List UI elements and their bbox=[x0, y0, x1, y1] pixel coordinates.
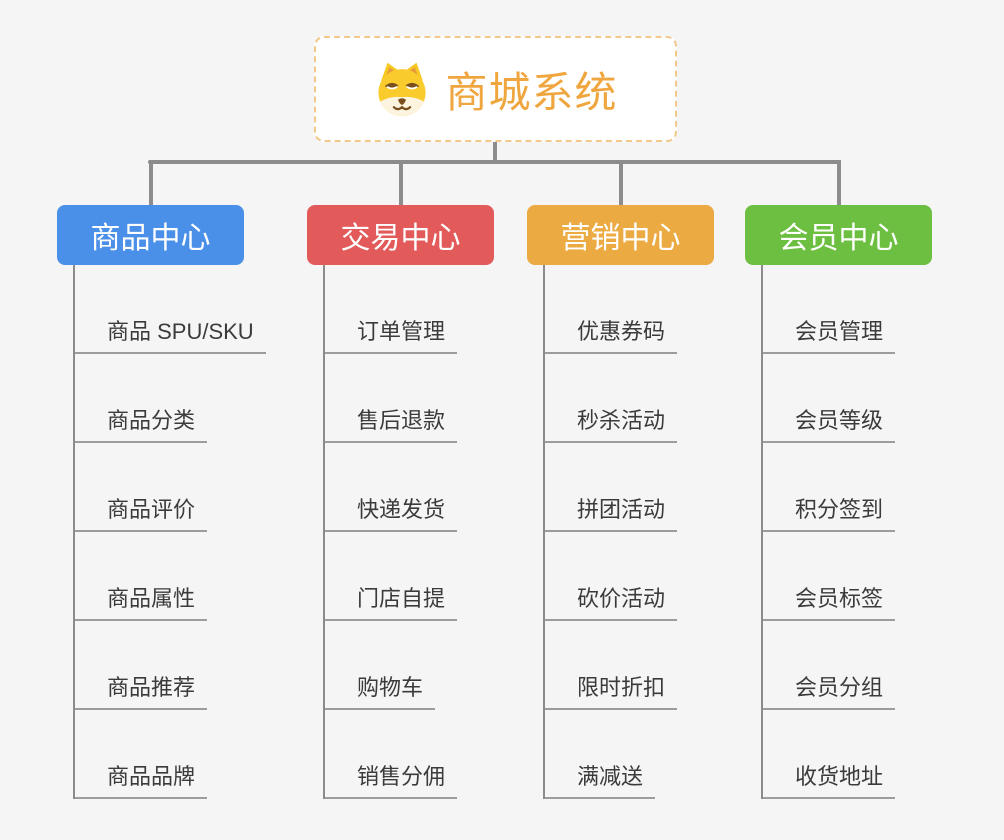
branch-node-label: 交易中心 bbox=[340, 222, 461, 255]
branch-children: 会员管理 会员等级 积分签到 会员标签 会员分组 bbox=[761, 265, 896, 799]
child-node[interactable]: 收货地址 bbox=[763, 759, 896, 799]
child-row: 满减送 bbox=[545, 710, 677, 799]
child-row: 商品属性 bbox=[75, 532, 266, 621]
child-row: 砍价活动 bbox=[545, 532, 678, 621]
child-row: 拼团活动 bbox=[545, 443, 678, 532]
child-node[interactable]: 门店自提 bbox=[325, 581, 458, 621]
connector-bus bbox=[148, 160, 841, 164]
child-node-label: 拼团活动 bbox=[577, 497, 666, 522]
branch-node-1[interactable]: 交易中心 bbox=[307, 205, 494, 265]
child-row: 会员管理 bbox=[763, 265, 896, 354]
child-node[interactable]: 商品分类 bbox=[75, 403, 208, 443]
child-node[interactable]: 优惠券码 bbox=[545, 314, 678, 354]
child-node[interactable]: 商品评价 bbox=[75, 492, 208, 532]
child-node[interactable]: 购物车 bbox=[325, 670, 436, 710]
doge-icon bbox=[373, 60, 431, 118]
child-node-label: 订单管理 bbox=[357, 319, 446, 344]
child-node-label: 销售分佣 bbox=[357, 764, 446, 789]
connector-branch-drop bbox=[398, 160, 403, 205]
child-node[interactable]: 满减送 bbox=[545, 759, 656, 799]
branch-children: 商品 SPU/SKU 商品分类 商品评价 商品属性 商品推荐 bbox=[73, 265, 266, 799]
child-node-label: 满减送 bbox=[577, 764, 644, 789]
child-node[interactable]: 商品品牌 bbox=[75, 759, 208, 799]
connector-branch-drop bbox=[836, 160, 841, 205]
child-node-label: 商品推荐 bbox=[107, 675, 196, 700]
child-row: 购物车 bbox=[325, 621, 457, 710]
connector-branch-drop bbox=[148, 160, 153, 205]
child-node-label: 会员分组 bbox=[795, 675, 884, 700]
child-row: 会员分组 bbox=[763, 621, 896, 710]
child-node-label: 会员管理 bbox=[795, 319, 884, 344]
child-node[interactable]: 积分签到 bbox=[763, 492, 896, 532]
child-row: 优惠券码 bbox=[545, 265, 678, 354]
child-node-label: 商品分类 bbox=[107, 408, 196, 433]
child-row: 商品品牌 bbox=[75, 710, 266, 799]
child-node[interactable]: 会员等级 bbox=[763, 403, 896, 443]
child-node-label: 商品评价 bbox=[107, 497, 196, 522]
child-row: 商品分类 bbox=[75, 354, 266, 443]
child-row: 商品推荐 bbox=[75, 621, 266, 710]
child-node-label: 商品品牌 bbox=[107, 764, 196, 789]
child-node[interactable]: 商品 SPU/SKU bbox=[75, 314, 266, 354]
child-row: 售后退款 bbox=[325, 354, 458, 443]
branch-group-2: 营销中心 优惠券码 秒杀活动 拼团活动 砍价活动 限 bbox=[527, 160, 714, 799]
child-row: 销售分佣 bbox=[325, 710, 458, 799]
child-row: 商品 SPU/SKU bbox=[75, 265, 266, 354]
child-node-label: 限时折扣 bbox=[577, 675, 666, 700]
branch-group-1: 交易中心 订单管理 售后退款 快递发货 门店自提 购 bbox=[307, 160, 494, 799]
child-row: 会员等级 bbox=[763, 354, 896, 443]
child-node[interactable]: 限时折扣 bbox=[545, 670, 678, 710]
branch-node-label: 商品中心 bbox=[90, 222, 211, 255]
child-row: 限时折扣 bbox=[545, 621, 678, 710]
branch-node-3[interactable]: 会员中心 bbox=[745, 205, 932, 265]
root-node-label: 商城系统 bbox=[445, 68, 618, 116]
child-node-label: 秒杀活动 bbox=[577, 408, 666, 433]
child-node[interactable]: 拼团活动 bbox=[545, 492, 678, 532]
child-node[interactable]: 砍价活动 bbox=[545, 581, 678, 621]
child-row: 秒杀活动 bbox=[545, 354, 678, 443]
child-node[interactable]: 会员分组 bbox=[763, 670, 896, 710]
branch-children: 订单管理 售后退款 快递发货 门店自提 购物车 销 bbox=[323, 265, 458, 799]
child-node-label: 快递发货 bbox=[357, 497, 446, 522]
child-node-label: 商品 SPU/SKU bbox=[107, 319, 254, 344]
child-row: 商品评价 bbox=[75, 443, 266, 532]
child-node[interactable]: 商品推荐 bbox=[75, 670, 208, 710]
child-node[interactable]: 会员标签 bbox=[763, 581, 896, 621]
child-node[interactable]: 会员管理 bbox=[763, 314, 896, 354]
child-node[interactable]: 快递发货 bbox=[325, 492, 458, 532]
branch-node-label: 营销中心 bbox=[560, 222, 681, 255]
child-node[interactable]: 订单管理 bbox=[325, 314, 458, 354]
child-node-label: 收货地址 bbox=[795, 764, 884, 789]
connector-root-stub bbox=[493, 142, 497, 162]
child-node-label: 砍价活动 bbox=[577, 586, 666, 611]
branch-node-2[interactable]: 营销中心 bbox=[527, 205, 714, 265]
child-row: 积分签到 bbox=[763, 443, 896, 532]
root-node-mall-system[interactable]: 商城系统 bbox=[314, 36, 677, 142]
child-node[interactable]: 售后退款 bbox=[325, 403, 458, 443]
child-row: 收货地址 bbox=[763, 710, 896, 799]
child-node[interactable]: 销售分佣 bbox=[325, 759, 458, 799]
child-node-label: 购物车 bbox=[357, 675, 424, 700]
connector-branch-drop bbox=[618, 160, 623, 205]
child-node-label: 商品属性 bbox=[107, 586, 196, 611]
branch-children: 优惠券码 秒杀活动 拼团活动 砍价活动 限时折扣 bbox=[543, 265, 678, 799]
child-node-label: 售后退款 bbox=[357, 408, 446, 433]
child-node[interactable]: 商品属性 bbox=[75, 581, 208, 621]
branch-group-0: 商品中心 商品 SPU/SKU 商品分类 商品评价 商品属性 bbox=[57, 160, 266, 799]
branch-group-3: 会员中心 会员管理 会员等级 积分签到 会员标签 会 bbox=[745, 160, 932, 799]
child-node-label: 会员标签 bbox=[795, 586, 884, 611]
child-row: 快递发货 bbox=[325, 443, 458, 532]
child-node[interactable]: 秒杀活动 bbox=[545, 403, 678, 443]
branch-node-0[interactable]: 商品中心 bbox=[57, 205, 244, 265]
child-node-label: 门店自提 bbox=[357, 586, 446, 611]
branch-node-label: 会员中心 bbox=[778, 222, 899, 255]
child-row: 会员标签 bbox=[763, 532, 896, 621]
child-node-label: 会员等级 bbox=[795, 408, 884, 433]
child-node-label: 积分签到 bbox=[795, 497, 884, 522]
child-row: 门店自提 bbox=[325, 532, 458, 621]
child-node-label: 优惠券码 bbox=[577, 319, 666, 344]
child-row: 订单管理 bbox=[325, 265, 458, 354]
